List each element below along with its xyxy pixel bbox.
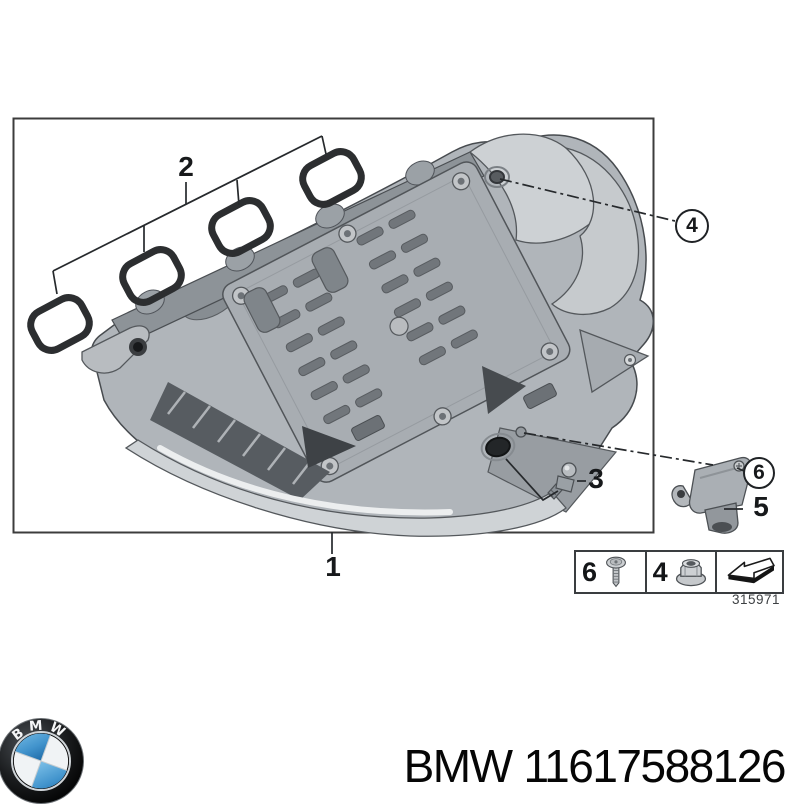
gasket-ring-4 xyxy=(299,148,365,208)
direction-arrow-icon xyxy=(727,557,775,584)
callout-circle-4 xyxy=(675,209,709,243)
drawing-number: 315971 xyxy=(731,592,780,607)
part-number: 11617588126 xyxy=(523,740,787,792)
legend-number-6: 6 xyxy=(582,556,598,587)
callout-circle-6 xyxy=(743,457,775,489)
mounting-wedges xyxy=(302,366,557,468)
intake-manifold-illustration xyxy=(81,133,654,537)
legend-number-4: 4 xyxy=(652,556,668,587)
gasket-ring-2 xyxy=(119,246,185,306)
manifold-towers xyxy=(243,247,349,333)
leader-item4 xyxy=(499,178,676,222)
callout-5: 5 xyxy=(753,491,769,522)
gasket-ring-3 xyxy=(208,197,274,257)
screw-boss-item6 xyxy=(515,426,527,438)
left-inlet-snout xyxy=(81,325,150,374)
manifold-lower-right-casting xyxy=(487,427,618,513)
intake-runners xyxy=(468,133,640,316)
manifold-right-bracket xyxy=(579,328,650,394)
sensor-item5 xyxy=(671,456,753,534)
stud-hole-item4 xyxy=(484,166,510,188)
callout-4: 4 xyxy=(686,214,698,237)
acoustic-cover-plate xyxy=(222,161,571,483)
legend-cell-nut: 4 xyxy=(644,552,716,592)
legend-cell-direction xyxy=(715,552,782,592)
legend-cell-screw: 6 xyxy=(576,552,645,592)
callout-6: 6 xyxy=(753,461,765,484)
callout-2: 2 xyxy=(178,151,194,182)
hardware-legend-table: 6 4 xyxy=(574,550,784,594)
brand-name: BMW xyxy=(403,740,513,792)
callout-3: 3 xyxy=(588,463,604,494)
callout-1: 1 xyxy=(325,551,341,582)
leader-item3 xyxy=(505,458,559,502)
profile-gaskets xyxy=(27,148,365,354)
roundel-quadrants xyxy=(14,733,68,789)
torx-screw-icon xyxy=(606,556,626,588)
vacuum-port xyxy=(480,432,516,462)
bmw-roundel-logo: BMW xyxy=(0,717,84,804)
flange-nut-icon xyxy=(675,559,706,587)
gasket-ring-1 xyxy=(27,294,93,354)
leader-item6 xyxy=(523,432,714,466)
ribbed-shadow-area xyxy=(150,382,330,500)
bottom-runner-tube xyxy=(124,439,567,537)
leader-lines xyxy=(52,135,745,554)
